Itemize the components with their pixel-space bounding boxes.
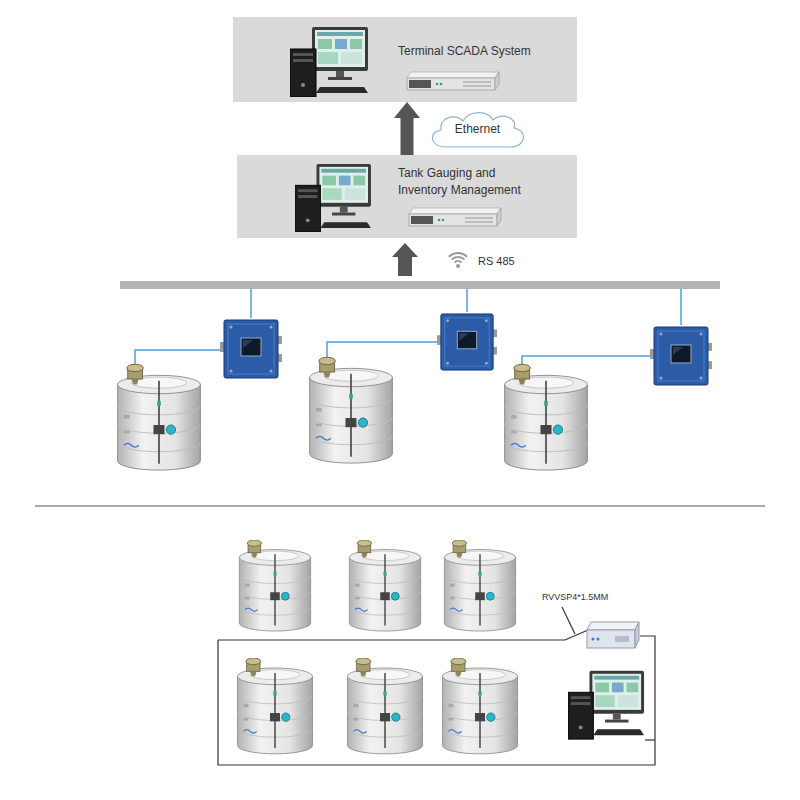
flow-arrow (401, 118, 414, 155)
storage-tank (238, 658, 313, 754)
system-panel: Terminal SCADA System (233, 17, 577, 102)
converter-icon (587, 622, 639, 648)
storage-tank (443, 658, 518, 754)
node-text: Ethernet (455, 121, 500, 138)
divider-line (35, 505, 765, 507)
cable-loop (218, 607, 655, 765)
system-panel: Tank Gauging and Inventory Management (237, 155, 577, 238)
junction-box (220, 320, 282, 378)
bus-label: RS 485 (477, 255, 516, 267)
node-text: Tank Gauging and Inventory Management (398, 165, 538, 199)
junction-box (437, 314, 497, 370)
node-text: Terminal SCADA System (398, 43, 568, 60)
computer-icon (568, 671, 644, 739)
storage-tank (239, 540, 310, 631)
network-cloud: Ethernet (425, 108, 530, 150)
junction-box (650, 327, 712, 385)
cable-label: RVVSP4*1.5MM (541, 592, 609, 602)
storage-tank (118, 364, 201, 470)
storage-tank (444, 540, 515, 631)
field-bus (120, 281, 720, 289)
storage-tank (310, 357, 393, 463)
storage-tank (349, 540, 420, 631)
block-arrow (392, 243, 418, 276)
storage-tank (348, 658, 423, 754)
storage-tank (505, 364, 588, 470)
signal-wire (135, 289, 681, 364)
wireless-icon (449, 253, 467, 268)
